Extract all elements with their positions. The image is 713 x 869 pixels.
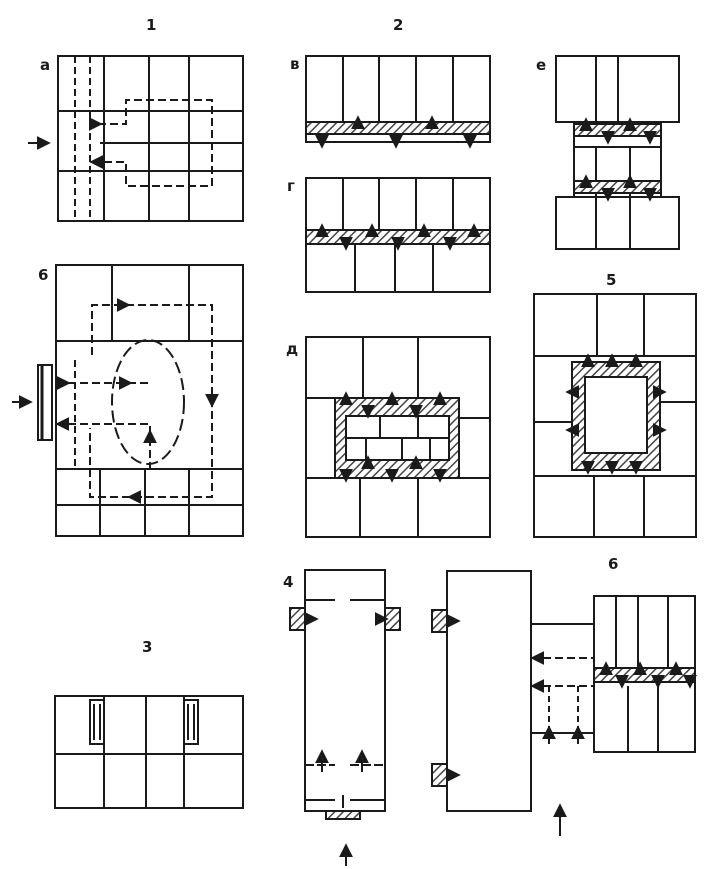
label-b: в	[290, 55, 300, 73]
panel-4	[289, 569, 401, 866]
label-2: 2	[393, 16, 404, 34]
label-6-left: 6	[38, 266, 49, 284]
label-6-bottom: 6	[608, 555, 619, 573]
label-e: е	[536, 56, 547, 74]
panel-e	[555, 55, 680, 250]
panel-6-left	[12, 264, 244, 537]
label-5: 5	[606, 271, 617, 289]
label-4: 4	[283, 573, 294, 591]
label-d: д	[286, 340, 299, 358]
label-3: 3	[142, 638, 153, 656]
label-1: 1	[146, 16, 157, 34]
label-g: г	[287, 177, 295, 195]
panel-5	[533, 293, 697, 538]
panel-b	[305, 55, 491, 149]
panel-6-bottom	[431, 570, 697, 836]
panel-d	[305, 336, 491, 538]
label-a: a	[40, 56, 51, 74]
panel-3	[54, 695, 244, 809]
panel-g	[305, 177, 491, 293]
panel-a	[28, 55, 244, 222]
